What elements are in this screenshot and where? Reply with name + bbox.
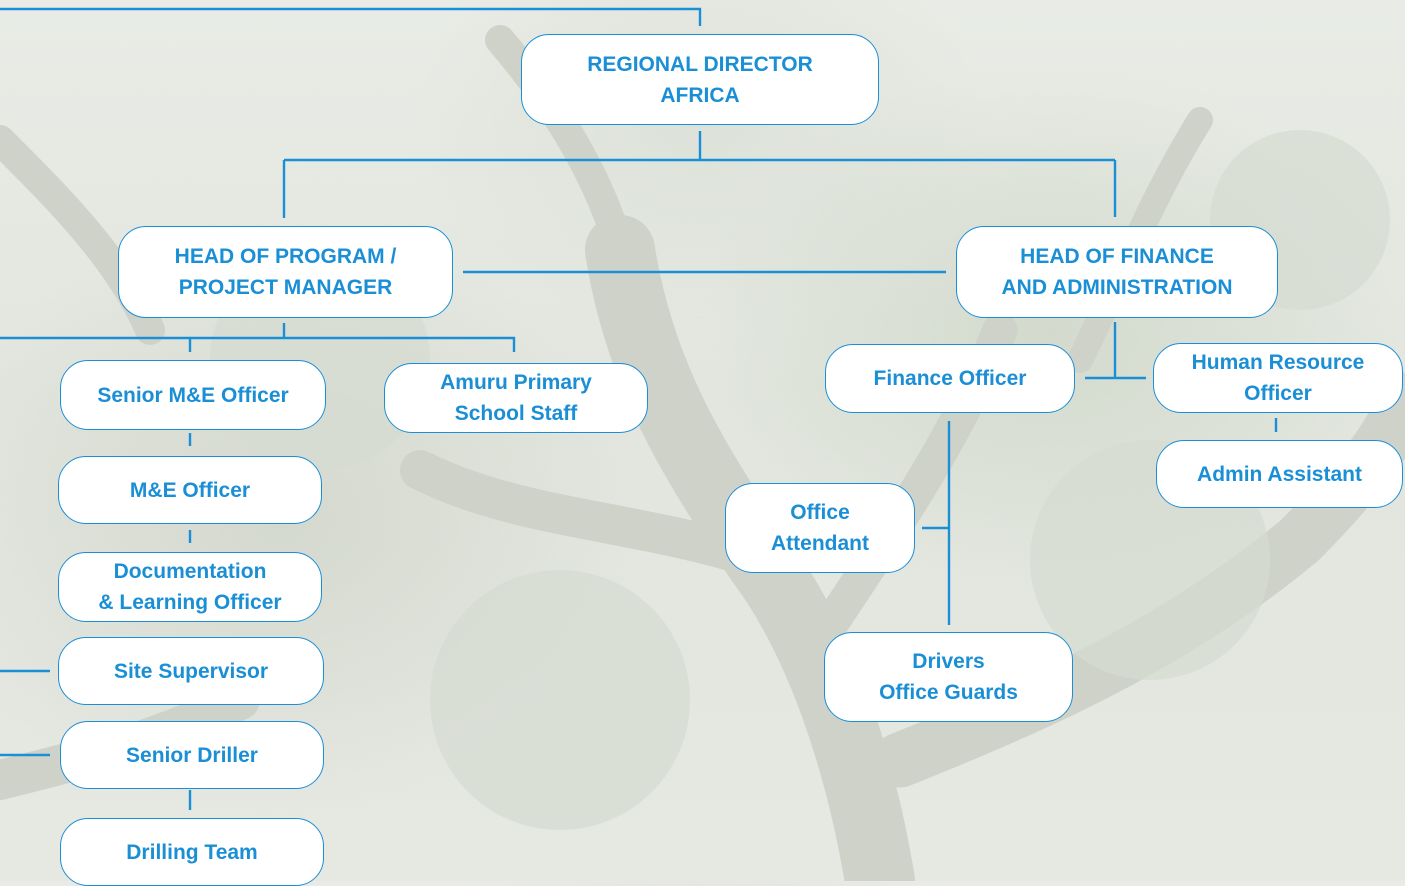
connector-left-feeders — [0, 669, 50, 757]
node-documentation-officer-label: Documentation & Learning Officer — [98, 560, 282, 614]
node-me-officer-label: M&E Officer — [129, 478, 251, 502]
node-documentation-officer: Documentation & Learning Officer — [58, 552, 322, 622]
node-senior-driller: Senior Driller — [60, 721, 324, 789]
node-head-finance-label: HEAD OF FINANCE AND ADMINISTRATION — [1001, 245, 1233, 299]
connector-director-branch — [282, 131, 1117, 218]
node-senior-driller-label: Senior Driller — [126, 743, 258, 767]
node-senior-me-officer: Senior M&E Officer — [60, 360, 326, 430]
node-office-attendant: Office Attendant — [725, 483, 915, 573]
node-site-supervisor: Site Supervisor — [58, 637, 324, 705]
node-drivers-guards: Drivers Office Guards — [824, 632, 1073, 722]
node-hr-officer: Human Resource Officer — [1153, 343, 1403, 413]
node-drilling-team-label: Drilling Team — [126, 840, 258, 864]
node-office-attendant-label: Office Attendant — [771, 501, 869, 555]
connector-finance-down — [1085, 322, 1278, 432]
node-regional-director-label: REGIONAL DIRECTOR AFRICA — [587, 52, 813, 107]
node-drilling-team: Drilling Team — [60, 818, 324, 886]
node-finance-officer: Finance Officer — [825, 344, 1075, 413]
node-admin-assistant: Admin Assistant — [1156, 440, 1403, 508]
node-amuru-staff-label: Amuru Primary School Staff — [440, 371, 592, 425]
node-admin-assistant-label: Admin Assistant — [1197, 462, 1362, 486]
connector-program-down — [0, 323, 516, 352]
connector-finance-officer-down — [922, 421, 951, 625]
node-me-officer: M&E Officer — [58, 456, 322, 524]
node-finance-officer-label: Finance Officer — [873, 367, 1027, 390]
node-hr-officer-label: Human Resource Officer — [1191, 351, 1365, 405]
node-head-finance: HEAD OF FINANCE AND ADMINISTRATION — [956, 226, 1278, 318]
node-senior-me-officer-label: Senior M&E Officer — [97, 383, 289, 407]
node-drivers-guards-label: Drivers Office Guards — [879, 650, 1018, 704]
node-head-program: HEAD OF PROGRAM / PROJECT MANAGER — [118, 226, 453, 318]
node-amuru-staff: Amuru Primary School Staff — [384, 363, 648, 433]
node-head-program-label: HEAD OF PROGRAM / PROJECT MANAGER — [174, 245, 397, 299]
connector-top — [0, 7, 702, 26]
node-regional-director: REGIONAL DIRECTOR AFRICA — [521, 34, 879, 125]
node-site-supervisor-label: Site Supervisor — [113, 659, 269, 683]
